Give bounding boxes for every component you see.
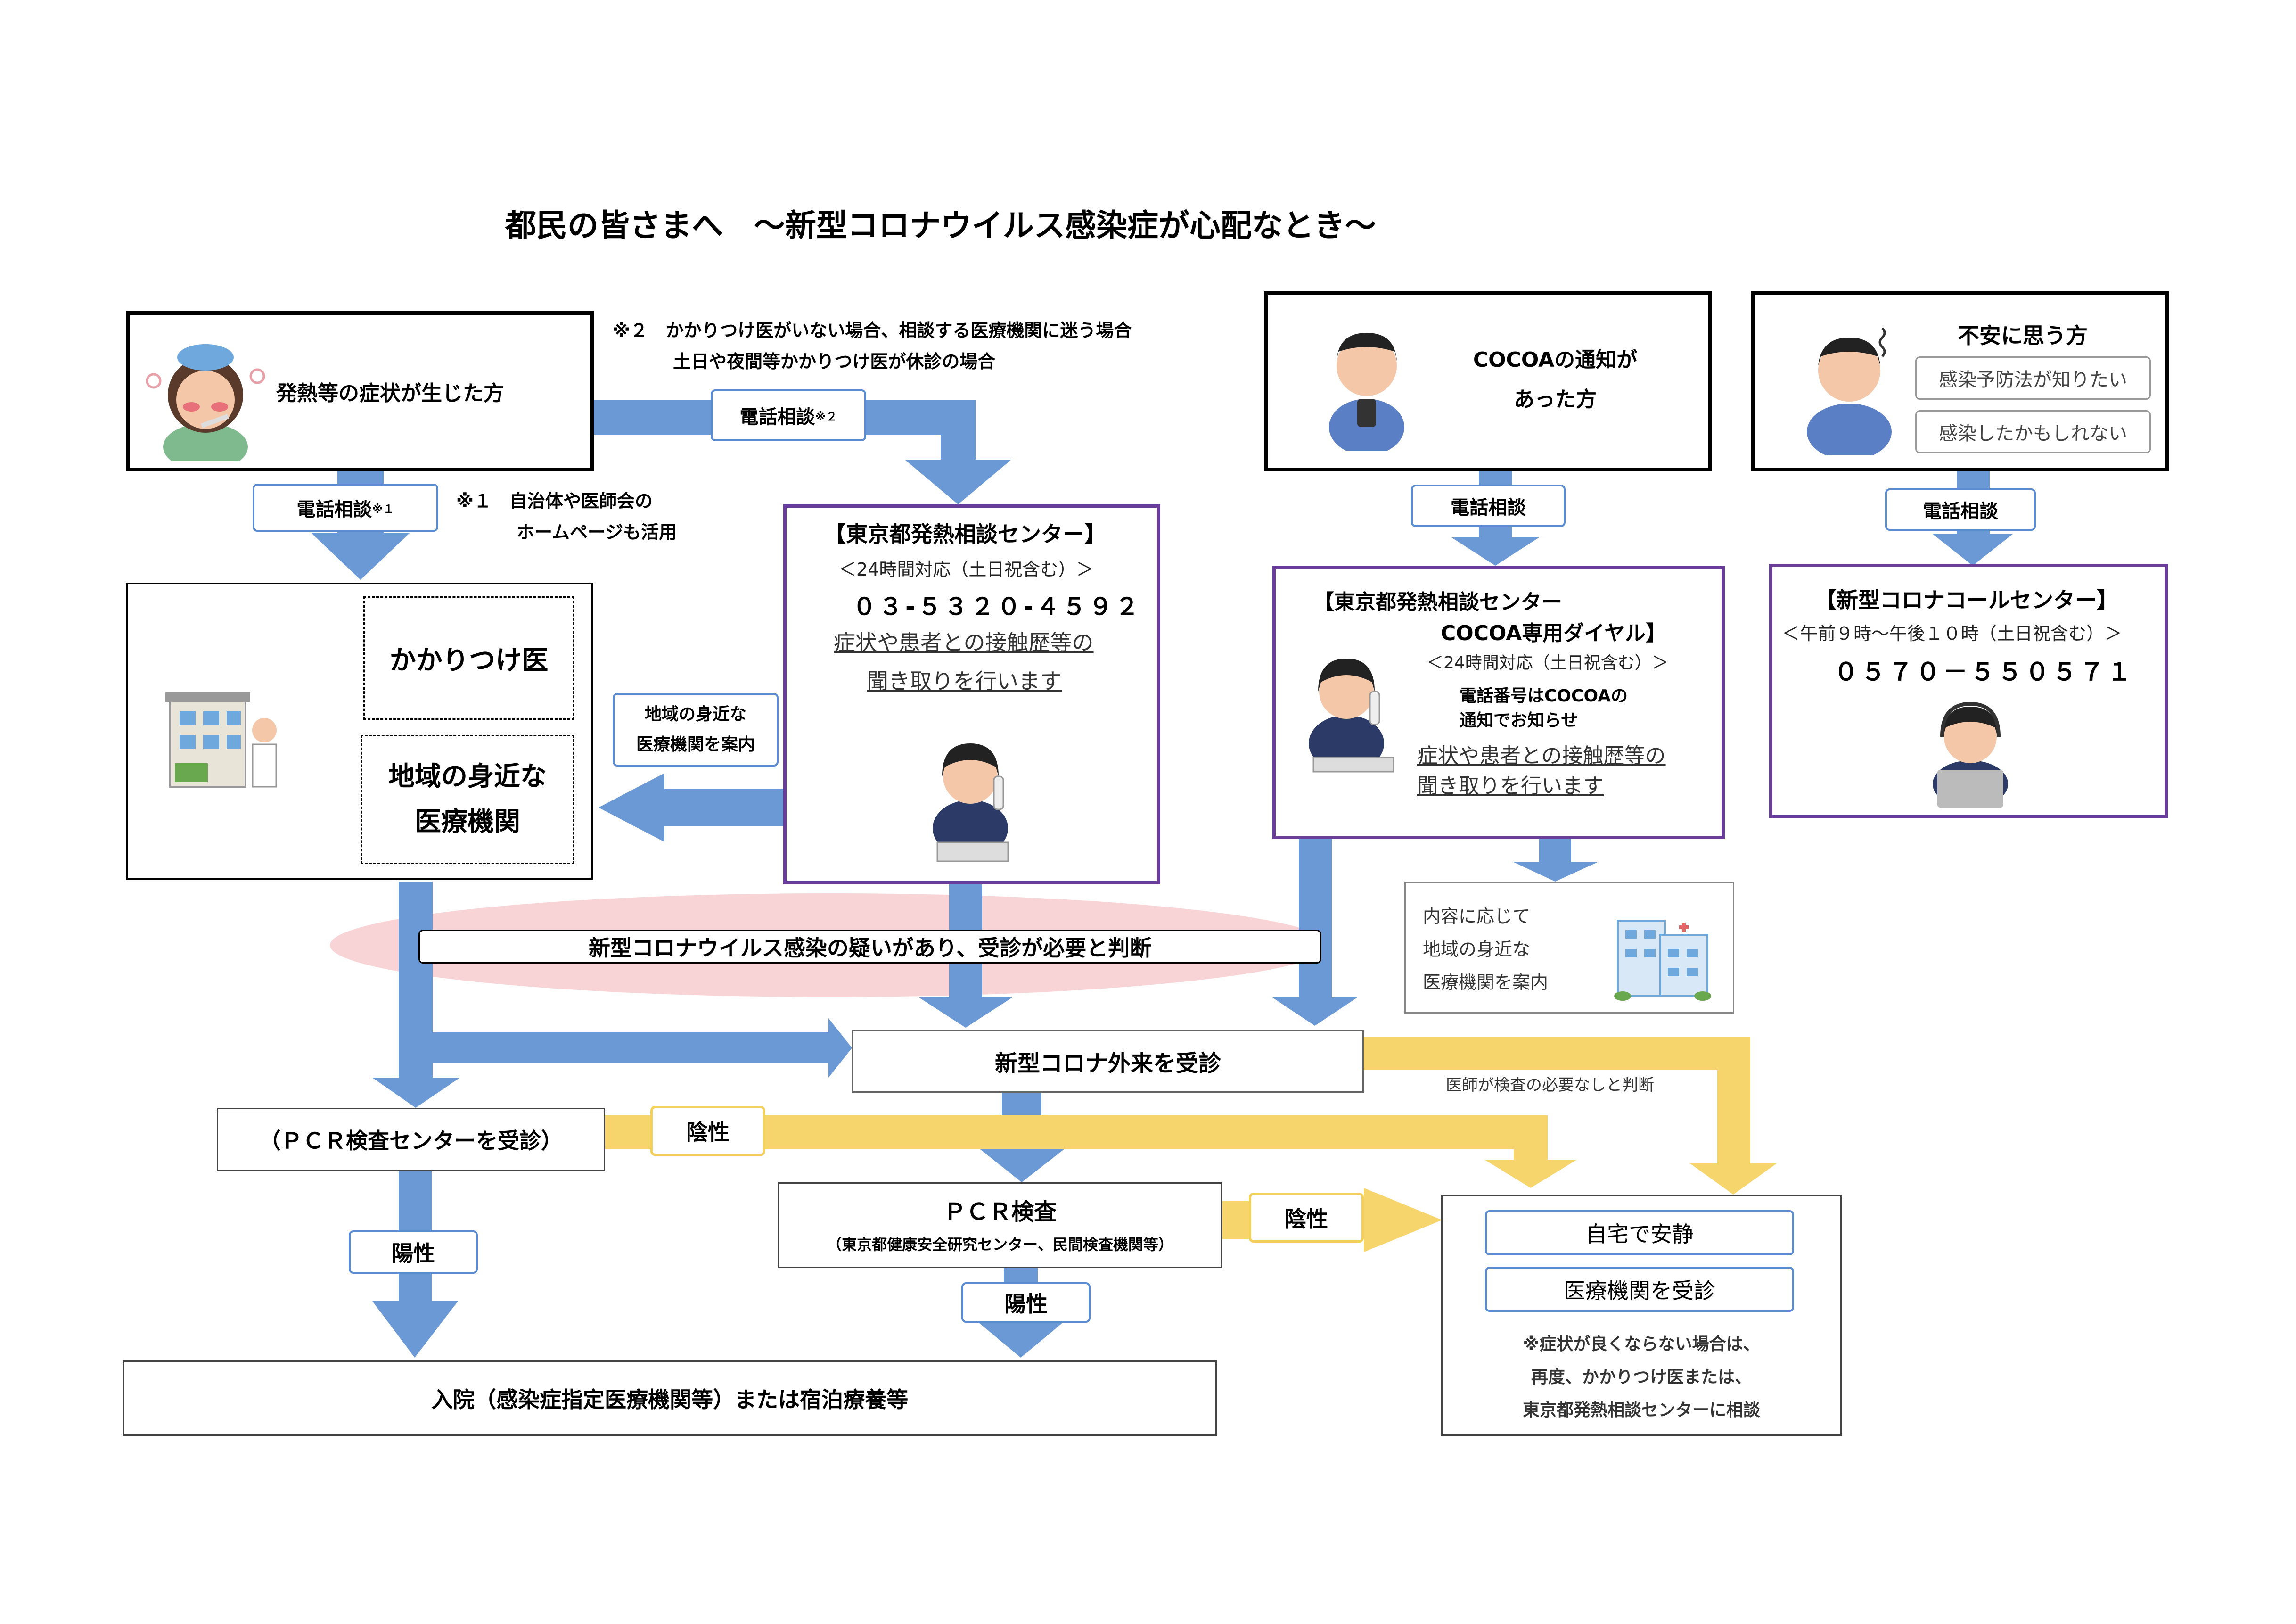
anxious-box: 不安に思う方 感染予防法が知りたい 感染したかもしれない <box>1751 291 2169 471</box>
fever-center-box: 【東京都発熱相談センター】 ＜24時間対応（土日祝含む）＞ ０３-５３２０-４５… <box>783 504 1160 884</box>
operator-woman-icon <box>933 743 1009 862</box>
pcr-test-title: ＰＣＲ検査 <box>943 1199 1057 1225</box>
operator-woman-icon-2 <box>1309 659 1394 773</box>
note-2-line2: 土日や夜間等かかりつけ医が休診の場合 <box>673 351 996 372</box>
positive-label-1: 陽性 <box>349 1230 478 1274</box>
arrow-cocoa-center-to-outpatient <box>1272 839 1357 1026</box>
local-medical-line1: 地域の身近な <box>388 761 547 792</box>
call-center-hours: ＜午前９時～午後１０時（土日祝含む）＞ <box>1782 623 2123 644</box>
headset-operator-icon <box>1933 701 2008 808</box>
arrow-symptom-to-fever-center <box>594 400 1011 504</box>
note-1-line1: ※１ 自治体や医師会の <box>456 491 653 511</box>
pcr-center-box: （ＰＣＲ検査センターを受診） <box>217 1108 605 1171</box>
guide-local-line1: 地域の身近な <box>644 705 746 724</box>
note-2: ※２ かかりつけ医がいない場合、相談する医療機関に迷う場合 土日や夜間等かかりつ… <box>613 315 1132 377</box>
phone-consult-footnote-1: ※１ <box>372 502 394 516</box>
arrow-outpatient-no-test <box>1364 1037 1777 1195</box>
arrow-clinic-to-pcr-center <box>372 882 460 1108</box>
phone-consult-text-1: 電話相談 <box>296 499 372 520</box>
note-2-line1: ※２ かかりつけ医がいない場合、相談する医療機関に迷う場合 <box>613 320 1132 341</box>
home-note-line1: ※症状が良くならない場合は、 <box>1523 1335 1760 1354</box>
negative-label-2: 陰性 <box>1249 1193 1364 1243</box>
note-1-line2: ホームページも活用 <box>517 522 677 543</box>
symptom-label: 発熱等の症状が生じた方 <box>276 381 504 405</box>
phone-consult-label-cocoa: 電話相談 <box>1411 485 1566 527</box>
fever-center-phone: ０３-５３２０-４５９２ <box>853 593 1142 620</box>
outpatient-box: 新型コロナ外来を受診 <box>852 1030 1364 1093</box>
guide-line3: 医療機関を案内 <box>1423 972 1549 993</box>
anxious-title: 不安に思う方 <box>1958 323 2088 348</box>
phone-consult-footnote-2: ※２ <box>815 410 837 423</box>
page-title: 都民の皆さまへ ～新型コロナウイルス感染症が心配なとき～ <box>505 207 1376 244</box>
sick-person-icon <box>146 344 265 461</box>
home-option-visit: 医療機関を受診 <box>1485 1267 1794 1312</box>
local-clinic-box: かかりつけ医 地域の身近な 医療機関 <box>126 583 593 880</box>
negative-label-1: 陰性 <box>650 1106 765 1156</box>
cocoa-center-note-line1: 症状や患者との接触歴等の <box>1417 744 1666 768</box>
note-1: ※１ 自治体や医師会の ホームページも活用 <box>456 486 677 548</box>
home-note-line2: 再度、かかりつけ医または、 <box>1531 1368 1752 1387</box>
clinic-building-icon <box>165 692 277 788</box>
cocoa-center-phone-note-line2: 通知でお知らせ <box>1460 711 1578 730</box>
doctor-no-test-label: 医師が検査の必要なしと判断 <box>1446 1076 1654 1095</box>
man-phone-icon <box>1329 333 1404 451</box>
local-medical-institution: 地域の身近な 医療機関 <box>361 735 574 864</box>
fever-center-note-line2: 聞き取りを行います <box>867 668 1062 694</box>
local-medical-line2: 医療機関 <box>415 807 520 837</box>
kakaritsuke-doctor: かかりつけ医 <box>363 596 574 720</box>
cocoa-center-box: 【東京都発熱相談センター COCOA専用ダイヤル】 ＜24時間対応（土日祝含む）… <box>1272 566 1725 839</box>
phone-consult-text-2: 電話相談 <box>739 406 815 428</box>
pcr-test-box: ＰＣＲ検査 （東京都健康安全研究センター、民間検査機関等） <box>778 1182 1222 1268</box>
cocoa-label-line1: COCOAの通知が <box>1473 348 1638 372</box>
guide-line1: 内容に応じて <box>1423 906 1531 927</box>
guide-local-label: 地域の身近な 医療機関を案内 <box>613 693 779 767</box>
guide-line2: 地域の身近な <box>1423 939 1531 960</box>
call-center-title: 【新型コロナコールセンター】 <box>1815 587 2118 613</box>
home-box: 自宅で安静 医療機関を受診 ※症状が良くならない場合は、 再度、かかりつけ医また… <box>1441 1195 1842 1436</box>
cocoa-center-title-line1: 【東京都発熱相談センター <box>1313 590 1562 614</box>
hospital-box: 入院（感染症指定医療機関等）または宿泊療養等 <box>123 1360 1217 1436</box>
hospital-icon <box>1614 920 1711 1001</box>
cocoa-center-title-line2: COCOA専用ダイヤル】 <box>1441 621 1666 645</box>
phone-consult-label-2: 電話相談※２ <box>711 389 866 441</box>
phone-consult-label-1: 電話相談※１ <box>253 484 438 532</box>
guide-box-text: 内容に応じて 地域の身近な 医療機関を案内 <box>1423 900 1548 999</box>
home-option-rest: 自宅で安静 <box>1485 1210 1794 1255</box>
home-note-line3: 東京都発熱相談センターに相談 <box>1522 1401 1760 1420</box>
guide-box: 内容に応じて 地域の身近な 医療機関を案内 <box>1404 882 1734 1014</box>
worried-man-icon <box>1807 327 1892 455</box>
home-note: ※症状が良くならない場合は、 再度、かかりつけ医または、 東京都発熱相談センター… <box>1443 1328 1840 1427</box>
call-center-phone: ０５７０－５５０５７１ <box>1834 658 2135 686</box>
fever-center-hours: ＜24時間対応（土日祝含む）＞ <box>838 559 1094 580</box>
fever-center-title: 【東京都発熱相談センター】 <box>824 521 1106 547</box>
arrow-cocoa-center-to-guide <box>1513 839 1599 882</box>
positive-label-2: 陽性 <box>961 1282 1091 1323</box>
fever-center-note-line1: 症状や患者との接触歴等の <box>834 630 1094 655</box>
phone-consult-label-anxious: 電話相談 <box>1885 488 2036 531</box>
cocoa-box: COCOAの通知が あった方 <box>1264 291 1712 471</box>
cocoa-center-note-line2: 聞き取りを行います <box>1417 774 1604 798</box>
pcr-test-sub: （東京都健康安全研究センター、民間検査機関等） <box>827 1236 1173 1253</box>
arrow-fever-center-to-clinic <box>599 773 785 842</box>
guide-local-line2: 医療機関を案内 <box>636 735 755 754</box>
call-center-box: 【新型コロナコールセンター】 ＜午前９時～午後１０時（土日祝含む）＞ ０５７０－… <box>1769 564 2168 818</box>
suspect-banner: 新型コロナウイルス感染の疑いがあり、受診が必要と判断 <box>418 930 1321 964</box>
cocoa-center-hours: ＜24時間対応（土日祝含む）＞ <box>1427 653 1669 673</box>
arrow-clinic-to-outpatient <box>433 1018 852 1078</box>
cocoa-label: COCOAの通知が あった方 <box>1447 333 1664 427</box>
anxious-option-prevention: 感染予防法が知りたい <box>1915 356 2151 400</box>
cocoa-label-line2: あった方 <box>1514 387 1597 412</box>
symptom-box: 発熱等の症状が生じた方 <box>126 311 594 471</box>
cocoa-center-phone-note-line1: 電話番号はCOCOAの <box>1460 686 1628 706</box>
anxious-option-infected: 感染したかもしれない <box>1915 410 2151 453</box>
